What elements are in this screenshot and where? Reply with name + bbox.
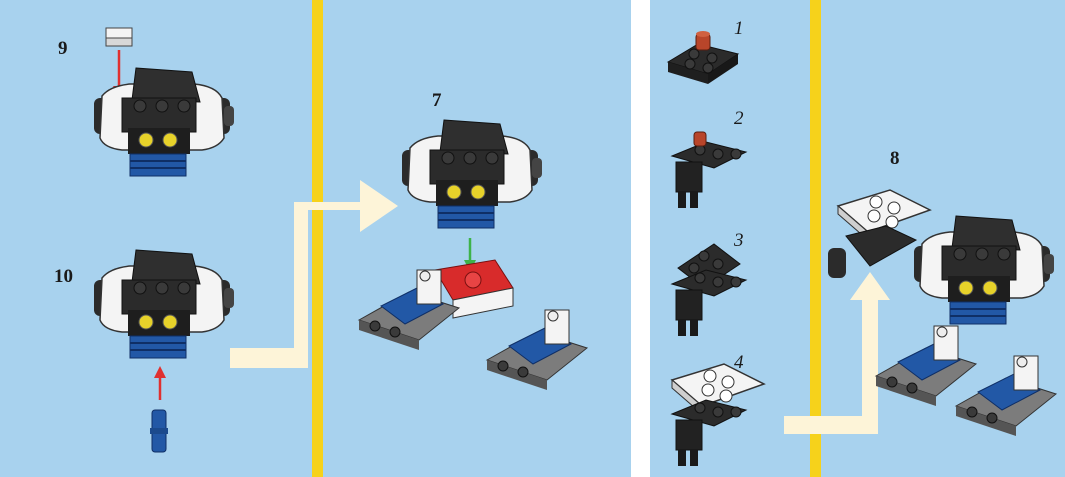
lego-brick-icon — [664, 130, 760, 226]
lego-brick-icon — [666, 32, 756, 96]
instruction-panel-right: 1 2 3 4 8 — [650, 0, 1065, 477]
step-label-8: 8 — [890, 148, 900, 170]
instruction-panel-left: 9 10 7 — [0, 0, 631, 477]
lego-brick-icon — [355, 120, 600, 420]
lego-brick-icon — [826, 186, 1062, 466]
panel-gap — [631, 0, 650, 477]
lego-brick-icon — [664, 364, 764, 474]
lego-brick-icon — [88, 28, 248, 198]
step-label-9: 9 — [58, 38, 68, 60]
step-label-7: 7 — [432, 90, 442, 112]
lego-brick-icon — [88, 250, 248, 465]
substep-label-2: 2 — [734, 108, 744, 130]
step-label-10: 10 — [54, 266, 73, 288]
lego-brick-icon — [664, 240, 764, 346]
